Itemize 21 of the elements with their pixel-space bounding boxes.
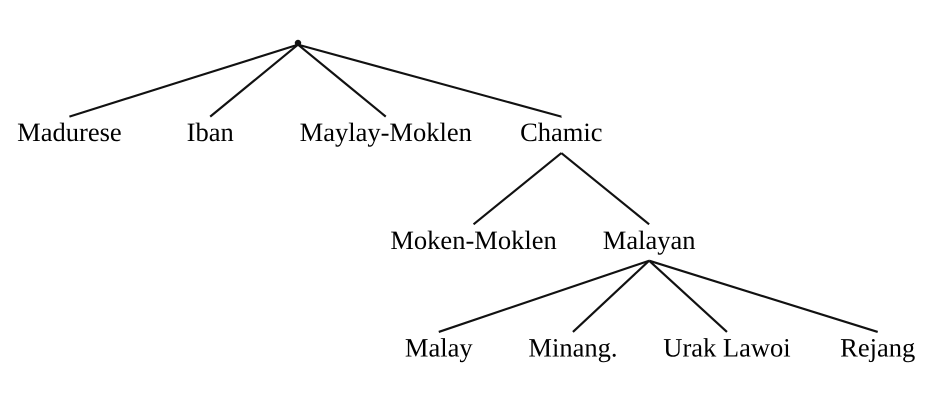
- connector: [69, 44, 297, 118]
- connector: [299, 44, 562, 118]
- node-text: Rejang: [840, 332, 916, 362]
- connector: [210, 44, 298, 117]
- node-text: Madurese: [17, 116, 122, 147]
- node-text: Minang.: [528, 332, 618, 362]
- connector: [572, 259, 650, 332]
- node-text: Moken-Moklen: [390, 224, 557, 254]
- node-text: Urak Lawoi: [663, 332, 791, 362]
- node-text: Chamic: [520, 116, 603, 147]
- node-text: Maylay-Moklen: [300, 116, 472, 147]
- node-text: Iban: [186, 116, 234, 147]
- connector: [438, 259, 650, 332]
- connector: [648, 259, 878, 332]
- node-text: Malay: [404, 332, 473, 362]
- node-text: Malayan: [602, 224, 696, 254]
- node-point: [294, 39, 302, 46]
- connector: [472, 152, 562, 225]
- connector: [560, 152, 650, 225]
- connector: [648, 259, 728, 332]
- connector: [298, 44, 386, 117]
